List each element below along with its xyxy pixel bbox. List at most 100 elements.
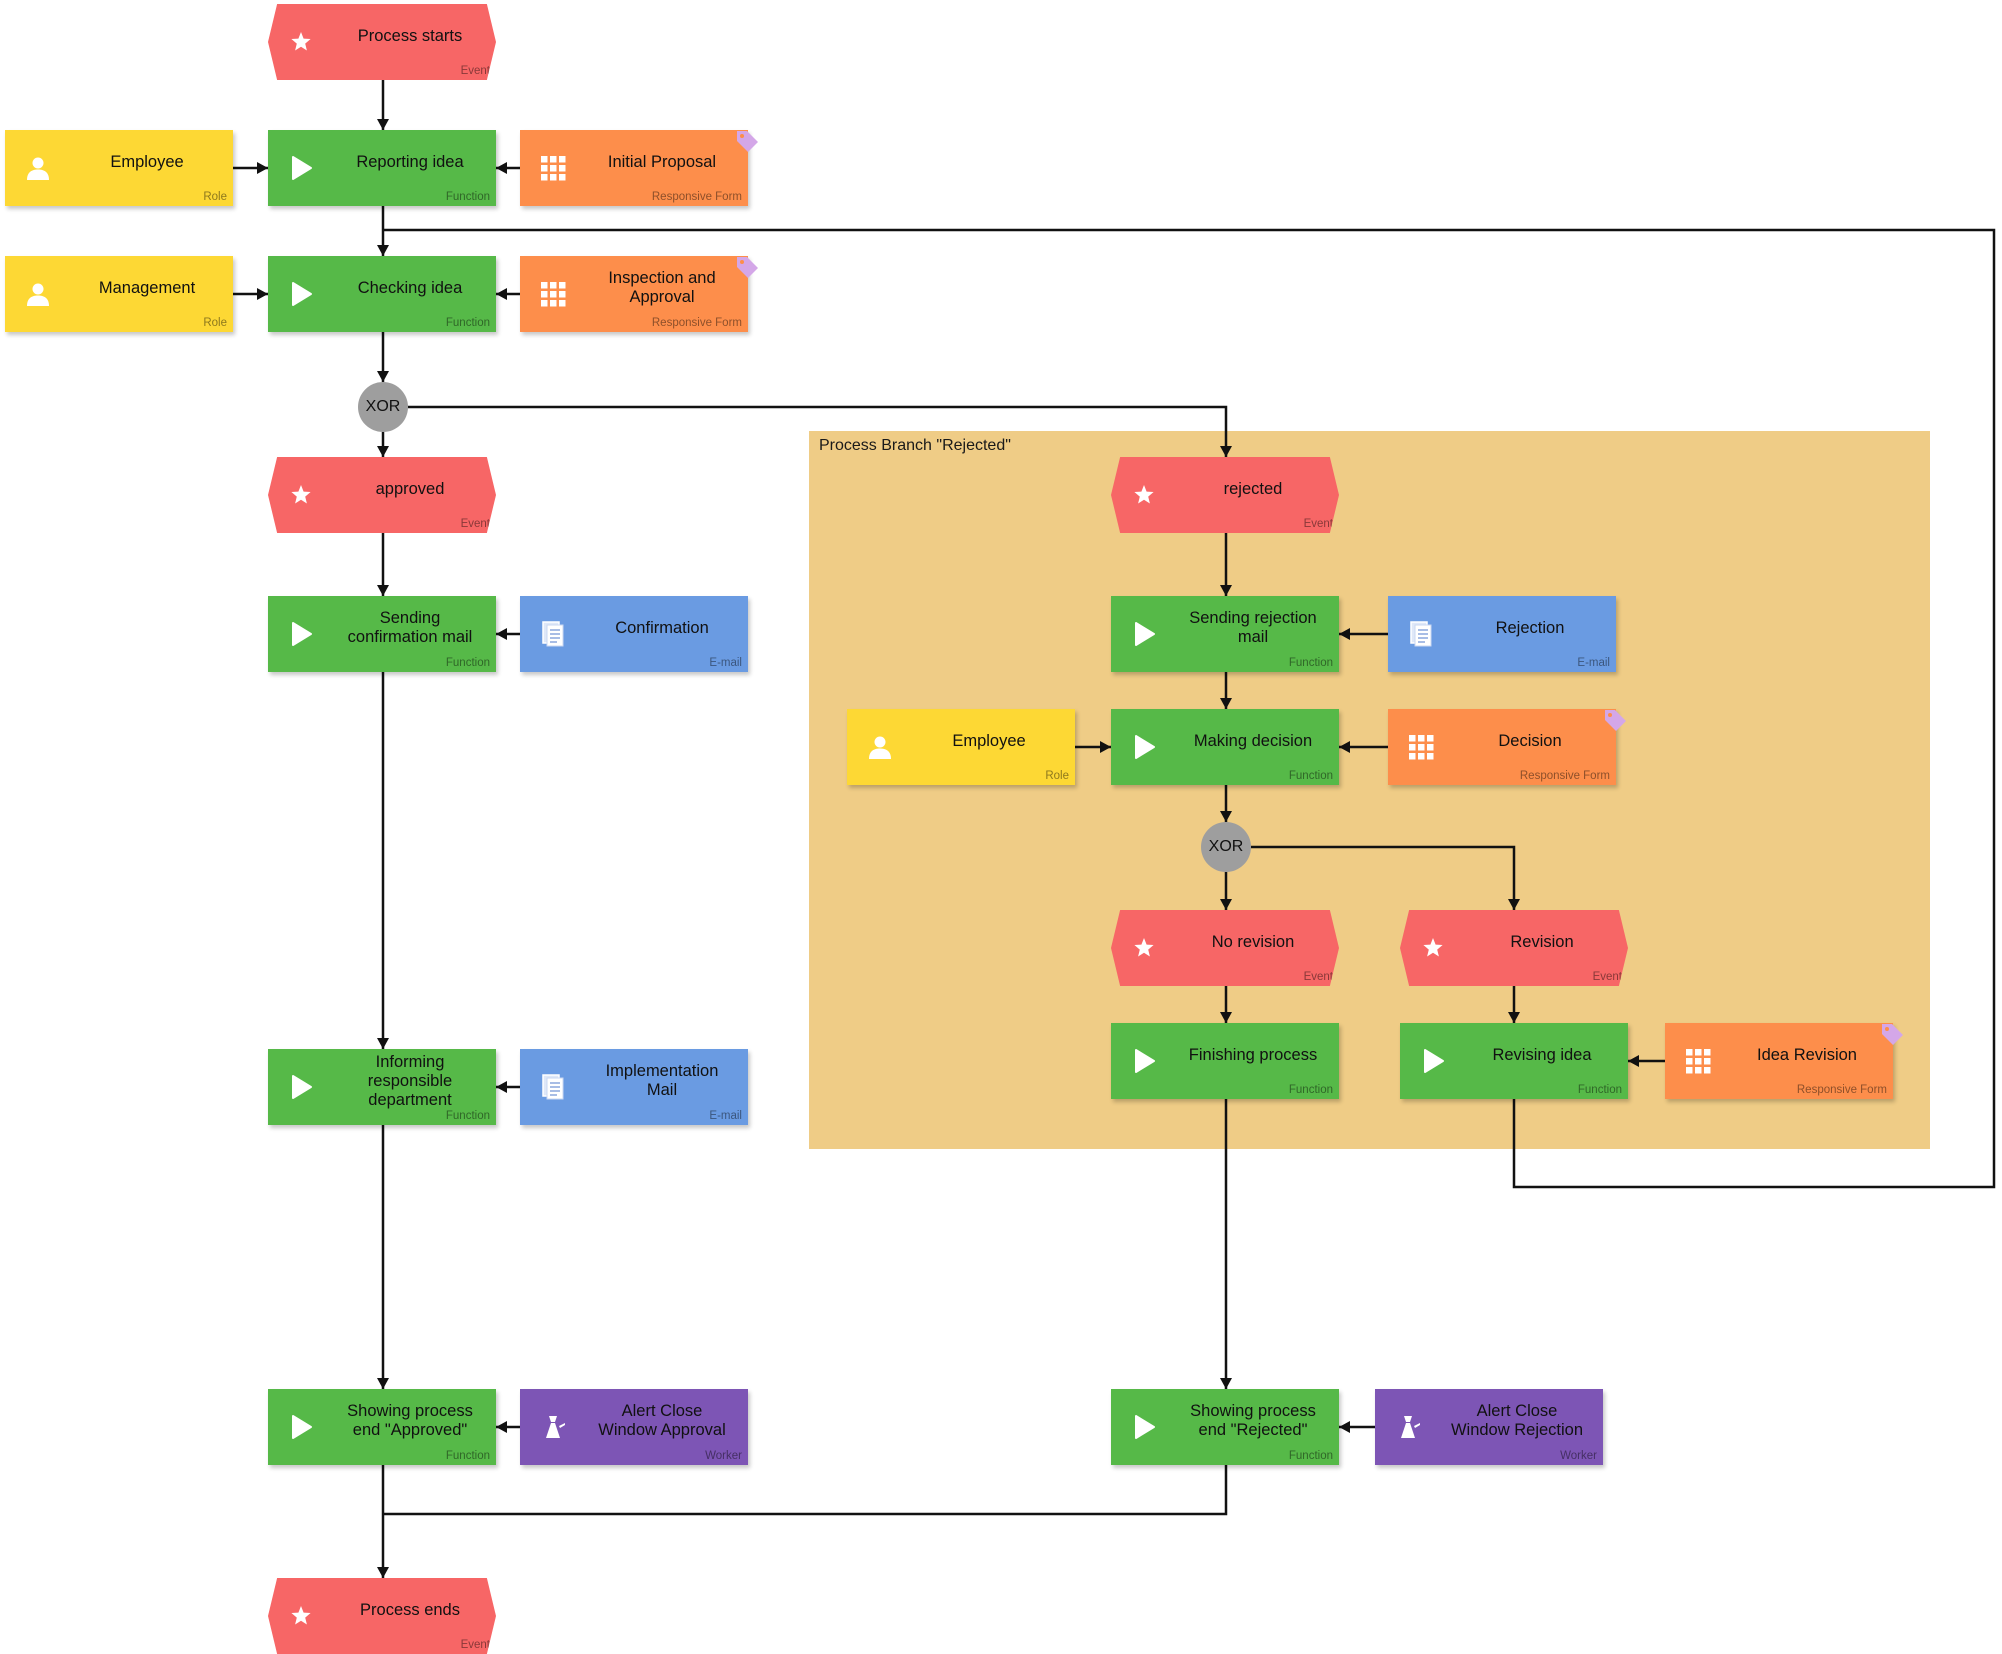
node-label: rejected: [1223, 479, 1283, 498]
node-type-label: Function: [1288, 770, 1333, 782]
node-type-label: Function: [1577, 1084, 1622, 1096]
arrowhead: [1628, 1055, 1639, 1067]
arrowhead: [377, 446, 389, 457]
document-icon: [542, 621, 564, 647]
node-label: Process starts: [357, 26, 463, 45]
node-type-label: Function: [445, 317, 490, 329]
node-type-label: Role: [203, 317, 227, 329]
swimlane-title: Process Branch "Rejected": [819, 437, 1011, 454]
person-icon: [27, 283, 49, 306]
document-icon: [1410, 621, 1432, 647]
arrowhead: [496, 162, 507, 174]
arrowhead: [377, 1378, 389, 1389]
arrowhead: [377, 119, 389, 130]
node-type-label: E-mail: [709, 657, 742, 669]
node-showing-end-approved[interactable]: Showing process end "Approved" Function: [268, 1389, 496, 1465]
person-icon: [869, 736, 891, 759]
node-showing-end-rejected[interactable]: Showing process end "Rejected"Function: [1111, 1389, 1339, 1465]
star-icon: [291, 485, 311, 504]
arrowhead: [377, 371, 389, 382]
play-icon: [1135, 1415, 1155, 1439]
node-label: Management: [98, 278, 196, 297]
gateway-xor-1[interactable]: XOR: [358, 382, 408, 432]
node-type-label: Function: [1288, 657, 1333, 669]
play-icon: [1135, 1049, 1155, 1073]
node-type-label: Function: [445, 191, 490, 203]
worker-icon: [546, 1416, 565, 1438]
node-type-label: E-mail: [1577, 657, 1610, 669]
connector-line: [1251, 845, 1516, 910]
arrowhead: [496, 1081, 507, 1093]
node-type-label: Function: [445, 657, 490, 669]
node-label: Implementation Mail: [605, 1062, 719, 1099]
loop-back-line: [383, 228, 1996, 1189]
arrowhead: [377, 1038, 389, 1049]
node-label: Sending rejection mail: [1189, 609, 1317, 646]
node-type-label: Responsive Form: [651, 317, 742, 329]
worker-icon: [1401, 1416, 1420, 1438]
arrowhead: [496, 1421, 507, 1433]
grid-icon: [1409, 735, 1434, 760]
connector-line: [408, 405, 1228, 457]
person-icon: [27, 157, 49, 180]
node-label: No revision: [1211, 932, 1295, 951]
tag-icon: [1882, 1024, 1903, 1045]
star-icon: [1134, 938, 1154, 957]
arrowhead: [257, 162, 268, 174]
node-type-label: Role: [1045, 770, 1069, 782]
play-icon: [292, 1075, 312, 1099]
play-icon: [292, 1415, 312, 1439]
arrowhead: [1339, 741, 1350, 753]
arrowhead: [496, 628, 507, 640]
node-label: Idea Revision: [1757, 1045, 1857, 1064]
node-type-label: Event: [460, 1639, 490, 1651]
play-icon: [1424, 1049, 1444, 1073]
node-label: Employee: [952, 731, 1026, 750]
node-type-label: Function: [1288, 1084, 1333, 1096]
node-label: Sending confirmation mail: [347, 609, 473, 646]
node-type-label: Event: [460, 65, 490, 77]
merge-line: [383, 1465, 1228, 1516]
star-icon: [1423, 938, 1443, 957]
node-label: Checking idea: [357, 278, 463, 297]
node-type-label: Event: [1592, 971, 1622, 983]
node-label: Informing responsible department: [367, 1052, 453, 1109]
node-type-label: Function: [445, 1110, 490, 1122]
gateway-xor-2[interactable]: XOR: [1201, 822, 1251, 872]
play-icon: [292, 156, 312, 180]
node-label: Showing process end "Approved": [347, 1402, 473, 1439]
node-label: Making decision: [1193, 731, 1313, 750]
node-label: Alert Close Window Rejection: [1450, 1402, 1584, 1439]
arrowhead: [496, 288, 507, 300]
play-icon: [292, 282, 312, 306]
node-type-label: Function: [445, 1450, 490, 1462]
node-label: Confirmation: [615, 618, 709, 637]
arrowhead: [257, 288, 268, 300]
